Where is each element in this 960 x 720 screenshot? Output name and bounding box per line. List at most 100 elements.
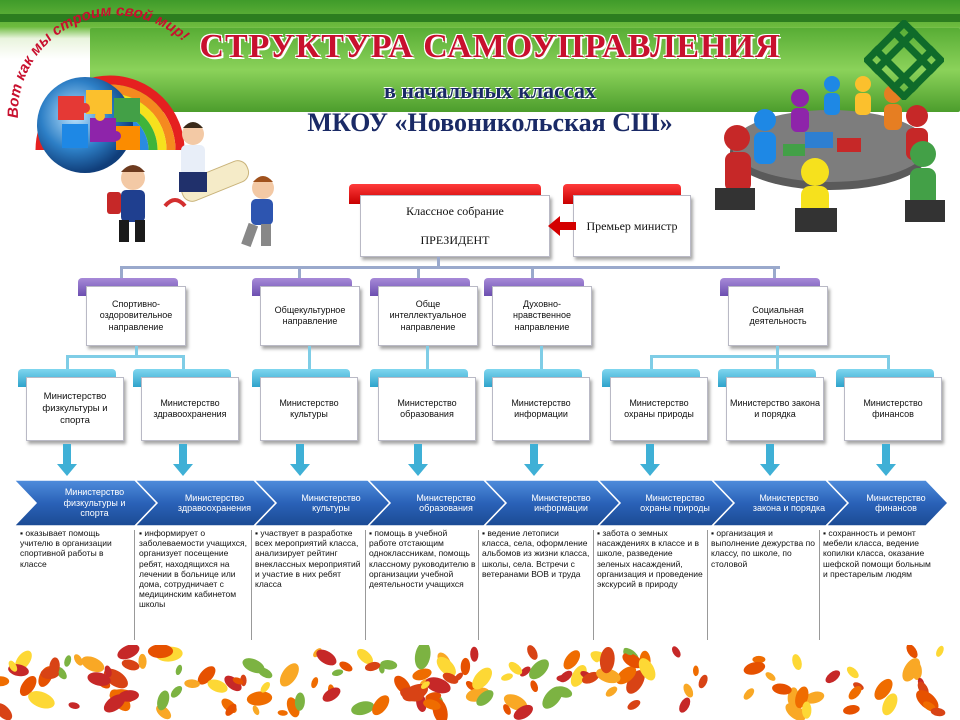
leaf-shape — [117, 645, 140, 660]
leaf-shape — [556, 675, 569, 682]
leaf-shape — [246, 691, 273, 706]
leaf-shape — [902, 658, 921, 682]
leaf-shape — [400, 687, 424, 702]
direction-box-social: Социальная деятельность — [728, 286, 828, 346]
leaf-shape — [605, 686, 618, 697]
leaf-shape — [252, 705, 260, 716]
divider — [134, 530, 135, 640]
ribbon-background — [12, 480, 950, 526]
leaf-shape — [423, 699, 441, 710]
connector — [540, 346, 543, 371]
leaf-shape — [679, 697, 691, 713]
duty-list-information: ▪ ведение летописи класса, села, оформле… — [482, 528, 590, 579]
leaf-shape — [224, 675, 242, 692]
leaf-shape — [311, 677, 319, 689]
leaf-shape — [232, 677, 244, 685]
divider — [593, 530, 594, 640]
duty-list-law: ▪ организация и выполнение дежурства по … — [711, 528, 815, 569]
leaf-shape — [563, 650, 581, 670]
leaf-shape — [49, 657, 60, 677]
leaf-shape — [442, 672, 459, 684]
leaf-shape — [257, 667, 273, 679]
leaf-shape — [294, 692, 305, 711]
leaf-shape — [503, 694, 528, 711]
leaf-shape — [698, 674, 708, 689]
leaf-shape — [671, 646, 681, 658]
leaf-shape — [692, 665, 699, 677]
leaf-shape — [414, 645, 431, 670]
list-item: ▪ участвует в разработке всех мероприяти… — [255, 528, 361, 589]
list-item: ▪ помощь в учебной работе отстающим одно… — [369, 528, 476, 589]
ribbon-item-education: Министерство образования — [416, 492, 476, 513]
duty-list-sport: ▪ оказывает помощь учителю в организации… — [20, 528, 128, 569]
leaf-shape — [529, 659, 549, 680]
leaf-shape — [87, 672, 111, 686]
leaf-shape — [470, 646, 479, 662]
connector — [120, 266, 780, 269]
leaf-shape — [157, 690, 170, 711]
connector — [650, 355, 890, 358]
ministry-box-law: Министерство закона и порядка — [726, 377, 824, 441]
premier-box: Премьер министр — [573, 195, 691, 257]
down-arrow-icon — [524, 444, 544, 476]
leaf-shape — [472, 667, 493, 690]
leaf-shape — [476, 690, 494, 706]
connector — [776, 355, 779, 371]
down-arrows — [57, 444, 896, 476]
leaf-shape — [138, 653, 147, 669]
down-arrow-icon — [760, 444, 780, 476]
leaf-shape — [772, 683, 792, 695]
leaf-shape — [420, 681, 430, 689]
leaf-shape — [332, 669, 344, 676]
leaf-shape — [508, 661, 523, 675]
ribbon-item-law: Министерство закона и порядка — [752, 492, 826, 513]
leaf-shape — [170, 685, 183, 698]
ministry-box-education: Министерство образования — [378, 377, 476, 441]
ministry-box-sport: Министерство физкультуры и спорта — [26, 377, 124, 441]
leaf-shape — [8, 660, 18, 672]
connector — [417, 266, 420, 280]
assembly-label: Классное собрание — [406, 204, 504, 218]
connector — [120, 266, 123, 280]
duty-list-nature: ▪ забота о земных насаждениях в классе и… — [597, 528, 705, 589]
direction-box-culture: Общекультурное направление — [260, 286, 360, 346]
leaf-shape — [519, 666, 531, 677]
page-subtitle: в начальных классах — [384, 78, 596, 103]
divider — [707, 530, 708, 640]
ministry-box-nature: Министерство охраны природы — [610, 377, 708, 441]
connector — [776, 346, 779, 356]
school-name: МКОУ «Новоникольская СШ» — [307, 108, 673, 137]
leaf-shape — [425, 677, 451, 694]
leaf-shape — [503, 704, 511, 715]
list-item: ▪ ведение летописи класса, села, оформле… — [482, 528, 590, 579]
leaf-shape — [765, 672, 776, 681]
header-green-panel — [90, 28, 960, 112]
leaf-shape — [316, 649, 337, 666]
leaf-shape — [590, 652, 600, 663]
divider — [478, 530, 479, 640]
leaf-shape — [846, 666, 859, 679]
connector — [426, 346, 429, 371]
leaf-shape — [596, 668, 621, 684]
down-arrow-icon — [408, 444, 428, 476]
connector — [887, 355, 890, 371]
ribbon-item-nature: Министерство охраны природы — [640, 492, 710, 513]
leaf-shape — [792, 654, 802, 671]
leaf-shape — [848, 685, 862, 700]
list-item: ▪ организация и выполнение дежурства по … — [711, 528, 815, 569]
down-arrow-icon — [640, 444, 660, 476]
leaf-shape — [207, 679, 228, 693]
autumn-leaves-decoration — [0, 645, 960, 720]
leaf-shape — [843, 705, 860, 715]
divider — [251, 530, 252, 640]
leaf-shape — [412, 668, 432, 681]
list-item: ▪ оказывает помощь учителю в организации… — [20, 528, 112, 569]
leaf-shape — [743, 688, 755, 700]
down-arrow-icon — [173, 444, 193, 476]
leaf-shape — [623, 647, 633, 656]
leaf-shape — [530, 680, 539, 693]
ribbon-item-finance: Министерство финансов — [866, 492, 926, 513]
leaf-shape — [19, 676, 37, 696]
connector — [773, 266, 776, 280]
connector — [437, 257, 440, 267]
